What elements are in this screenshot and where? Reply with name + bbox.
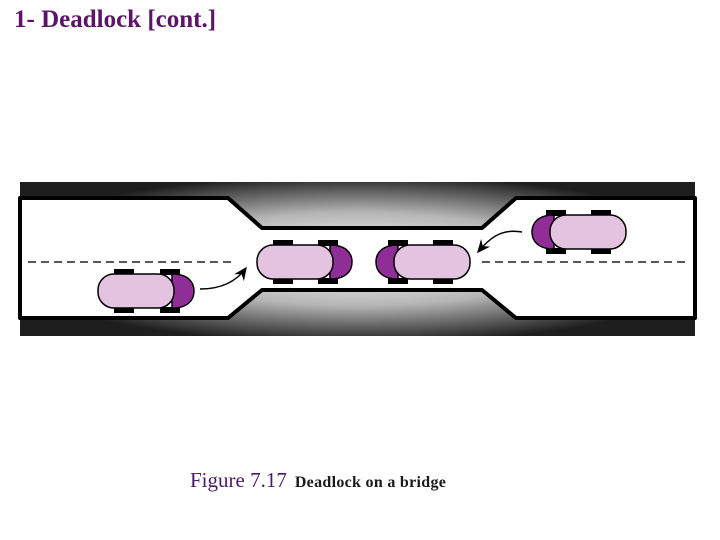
car-waiting-right (531, 210, 627, 254)
arrow-left-car-to-bridge (199, 266, 247, 290)
car-on-bridge-right (256, 240, 353, 284)
figure-description: Deadlock on a bridge (294, 474, 447, 491)
figure-label: Figure 7.17 (190, 468, 287, 492)
car-waiting-left (97, 269, 195, 313)
slide-title: 1- Deadlock [cont.] (14, 6, 217, 33)
car-on-bridge-left (375, 240, 471, 284)
figure-caption: Figure 7.17 Deadlock on a bridge (190, 468, 446, 493)
arrow-right-car-to-bridge (477, 230, 523, 254)
